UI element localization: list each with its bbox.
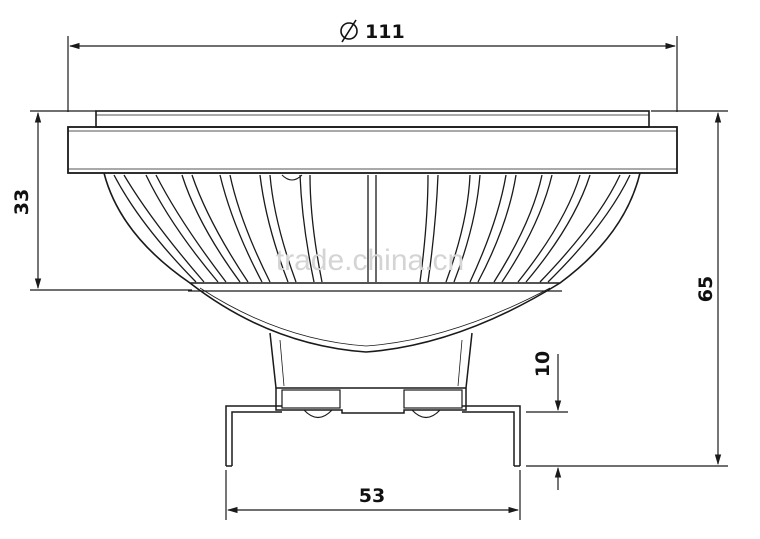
diameter-dimension <box>67 36 678 112</box>
bottom-cap <box>189 282 561 353</box>
total-height-dimension <box>526 110 728 467</box>
front-glass <box>95 110 650 128</box>
watermark: trade.china.cn <box>276 244 464 277</box>
diameter-label: 111 <box>340 19 405 43</box>
pin-left <box>225 405 282 466</box>
lamp-body <box>67 110 678 467</box>
height-dimension <box>30 110 192 291</box>
pin-right <box>462 405 521 466</box>
pin-contact-left <box>303 409 333 419</box>
pin-contact-right <box>411 409 441 419</box>
total-height-value: 65 <box>695 276 717 302</box>
cooling-fins <box>113 174 631 283</box>
pin-height-value: 10 <box>532 351 554 377</box>
height-value: 33 <box>11 189 33 215</box>
pin-spacing-dimension <box>225 470 521 520</box>
pin-spacing-value: 53 <box>359 485 385 507</box>
rim-band <box>67 126 678 174</box>
lamp-neck <box>269 332 473 389</box>
diameter-value: 111 <box>365 21 405 43</box>
diameter-symbol-icon <box>340 22 358 40</box>
base-block <box>275 388 467 414</box>
pin-height-dimension <box>526 354 568 490</box>
